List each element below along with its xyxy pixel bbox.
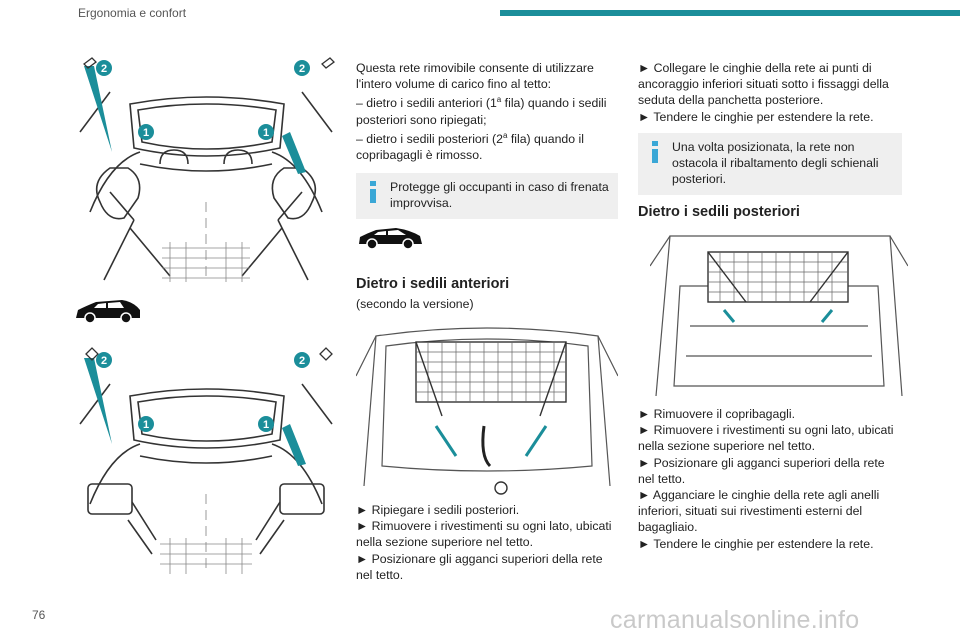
- callout-2: 2: [299, 355, 305, 367]
- info-icon: [652, 140, 658, 163]
- intro-item: – dietro i sedili anteriori (1a fila) qu…: [356, 95, 607, 127]
- step-item: ► Posizionare gli agganci superiori dell…: [356, 551, 603, 582]
- car-silhouette-suv-icon: [76, 300, 140, 324]
- step-item: ► Rimuovere i rivestimenti su ogni lato,…: [638, 423, 894, 454]
- hook-icon: [85, 347, 99, 361]
- watermark: carmanualsonline.info: [610, 606, 860, 634]
- callout-2: 2: [101, 63, 107, 75]
- version-note: (secondo la versione): [356, 297, 474, 311]
- car-silhouette-hatch-icon: [359, 228, 422, 250]
- cargo-net-front-diagram: [356, 327, 618, 495]
- column-middle: Questa rete rimovibile consente di utili…: [356, 60, 618, 220]
- info-note: Una volta posizionata, la rete non ostac…: [638, 132, 902, 195]
- step-item: ► Agganciare le cinghie della rete agli …: [638, 488, 880, 535]
- callout-1: 1: [143, 127, 149, 139]
- step-item: ► Ripiegare i sedili posteriori.: [356, 503, 520, 517]
- callout-1: 1: [143, 419, 149, 431]
- hook-icon: [83, 57, 97, 69]
- hook-icon: [319, 347, 333, 361]
- cargo-net-rear-diagram: [650, 235, 908, 397]
- intro-item: – dietro i sedili posteriori (2a fila) q…: [356, 130, 584, 163]
- steps-front: ► Ripiegare i sedili posteriori. ► Rimuo…: [356, 502, 618, 583]
- page-number: 76: [32, 608, 46, 622]
- step-item: ► Posizionare gli agganci superiori dell…: [638, 455, 885, 486]
- callout-2: 2: [299, 63, 305, 75]
- column-right: ► Collegare le cinghie della rete ai pun…: [638, 60, 902, 195]
- hook-icon: [321, 57, 335, 69]
- step-item: ► Tendere le cinghie per estendere la re…: [638, 109, 874, 124]
- steps-rear: ► Rimuovere il copribagagli. ► Rimuovere…: [638, 406, 902, 552]
- step-item: ► Rimuovere i rivestimenti su ogni lato,…: [356, 519, 612, 550]
- callout-1: 1: [263, 419, 269, 431]
- callout-1: 1: [263, 127, 269, 139]
- section-title: Ergonomia e confort: [78, 6, 187, 20]
- interior-diagram-estate: 2 2 1 1: [79, 347, 333, 574]
- heading-rear-seats: Dietro i sedili posteriori: [638, 204, 800, 220]
- callout-2: 2: [101, 355, 107, 367]
- step-item: ► Tendere le cinghie per estendere la re…: [638, 536, 874, 551]
- heading-front-seats: Dietro i sedili anteriori: [356, 276, 510, 292]
- info-icon: [370, 181, 376, 204]
- interior-diagram-suv: 2 2 1 1: [79, 57, 335, 282]
- header-accent-bar: [500, 10, 960, 16]
- step-item: ► Collegare le cinghie della rete ai pun…: [638, 61, 889, 108]
- step-item: ► Rimuovere il copribagagli.: [638, 407, 796, 421]
- intro-text: Questa rete rimovibile consente di utili…: [356, 61, 594, 92]
- info-note: Protegge gli occupanti in caso di frenat…: [356, 173, 618, 220]
